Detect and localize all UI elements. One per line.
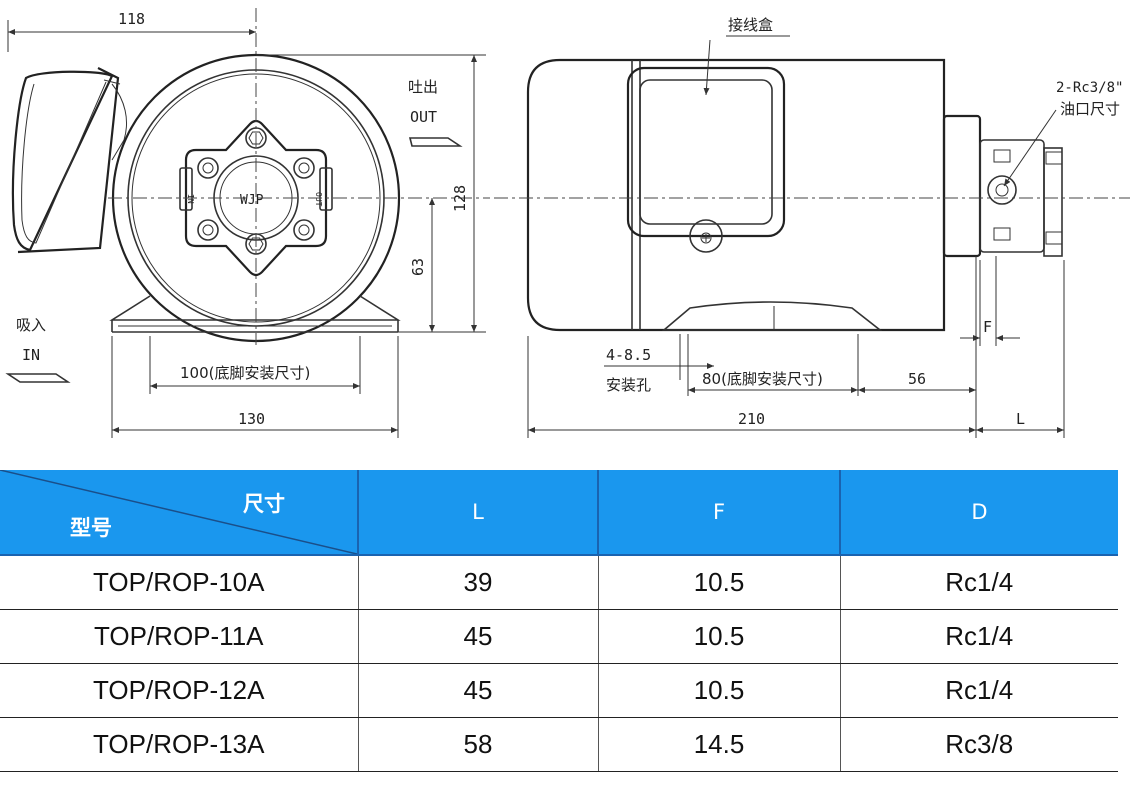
table-row: TOP/ROP-11A 45 10.5 Rc1/4 bbox=[0, 609, 1118, 664]
table-row: TOP/ROP-12A 45 10.5 Rc1/4 bbox=[0, 663, 1118, 718]
cell-model: TOP/ROP-12A bbox=[0, 663, 359, 718]
column-header-F: F bbox=[598, 470, 841, 556]
outlet-arrow-icon: 吐出 OUT bbox=[408, 78, 463, 147]
table-row: TOP/ROP-10A 39 10.5 Rc1/4 bbox=[0, 555, 1118, 610]
svg-text:安装孔: 安装孔 bbox=[606, 376, 651, 394]
svg-text:F: F bbox=[983, 318, 992, 336]
column-header-D: D bbox=[840, 470, 1118, 556]
pump-brand-label: WJP bbox=[240, 193, 264, 208]
port-size-label: 油口尺寸 bbox=[1060, 100, 1120, 118]
svg-text:56: 56 bbox=[908, 370, 926, 388]
svg-text:100(底脚安装尺寸): 100(底脚安装尺寸) bbox=[180, 364, 310, 382]
svg-text:接线盒: 接线盒 bbox=[728, 16, 773, 34]
svg-text:63: 63 bbox=[409, 258, 427, 276]
svg-text:4-8.5: 4-8.5 bbox=[606, 346, 651, 364]
dimension-80: 80(底脚安装尺寸) bbox=[687, 334, 859, 396]
pump-side-in-label: IN bbox=[186, 194, 195, 204]
cell-F: 10.5 bbox=[598, 663, 841, 718]
pump-side-out-label: OUT bbox=[314, 192, 323, 207]
svg-text:128: 128 bbox=[451, 185, 469, 212]
table-corner-size-label: 尺寸 bbox=[243, 492, 285, 516]
motor-base-foot bbox=[109, 295, 401, 333]
cell-F: 10.5 bbox=[598, 555, 841, 610]
cell-L: 39 bbox=[358, 555, 599, 610]
cell-D: Rc3/8 bbox=[840, 717, 1118, 772]
dimension-100: 100(底脚安装尺寸) bbox=[149, 336, 361, 394]
dimension-210: 210 bbox=[527, 256, 977, 438]
motor-side-body bbox=[526, 58, 946, 332]
cell-F: 14.5 bbox=[598, 717, 841, 772]
dimension-63: 63 bbox=[409, 198, 435, 332]
cell-D: Rc1/4 bbox=[840, 609, 1118, 664]
front-view: WJP IN OUT 118 128 63 吐出 OUT bbox=[5, 8, 490, 438]
svg-text:80(底脚安装尺寸): 80(底脚安装尺寸) bbox=[702, 370, 823, 388]
table-corner-model-label: 型号 bbox=[70, 516, 112, 540]
pump-dimension-drawing: WJP IN OUT 118 128 63 吐出 OUT bbox=[5, 8, 1130, 438]
svg-text:L: L bbox=[1016, 410, 1025, 428]
cell-L: 45 bbox=[358, 609, 599, 664]
cell-model: TOP/ROP-10A bbox=[0, 555, 359, 610]
svg-text:IN: IN bbox=[22, 346, 40, 364]
svg-text:118: 118 bbox=[118, 10, 145, 28]
motor-side-foot bbox=[661, 301, 883, 331]
pump-head-side: 2-Rc3/8" 油口尺寸 bbox=[942, 80, 1123, 258]
dimension-F: F bbox=[960, 256, 1020, 346]
inlet-arrow-icon: 吸入 IN bbox=[5, 316, 71, 383]
cell-model: TOP/ROP-13A bbox=[0, 717, 359, 772]
junction-box-side-icon bbox=[11, 67, 127, 254]
junction-box-icon: 接线盒 bbox=[626, 16, 790, 253]
svg-text:210: 210 bbox=[738, 410, 765, 428]
cell-model: TOP/ROP-11A bbox=[0, 609, 359, 664]
svg-text:OUT: OUT bbox=[410, 108, 437, 126]
dimension-118: 118 bbox=[7, 10, 256, 52]
spec-table: 尺寸 型号 L F D TOP/ROP-10A 39 10.5 Rc1/4 TO… bbox=[0, 470, 1118, 772]
side-view: 接线盒 2-Rc3/8" 油口尺寸 bbox=[494, 16, 1130, 438]
cell-F: 10.5 bbox=[598, 609, 841, 664]
dimension-128: 128 bbox=[256, 54, 486, 333]
svg-text:吸入: 吸入 bbox=[16, 316, 46, 334]
cell-D: Rc1/4 bbox=[840, 555, 1118, 610]
column-header-L: L bbox=[358, 470, 599, 556]
svg-text:130: 130 bbox=[238, 410, 265, 428]
table-header-row: 尺寸 型号 L F D bbox=[0, 470, 1118, 556]
dimension-130: 130 bbox=[111, 336, 399, 438]
dimension-L: L bbox=[976, 260, 1065, 438]
dimension-56: 56 bbox=[858, 370, 976, 393]
cell-L: 58 bbox=[358, 717, 599, 772]
cell-D: Rc1/4 bbox=[840, 663, 1118, 718]
cell-L: 45 bbox=[358, 663, 599, 718]
table-corner-cell: 尺寸 型号 bbox=[0, 470, 359, 556]
svg-text:吐出: 吐出 bbox=[408, 78, 438, 96]
table-row: TOP/ROP-13A 58 14.5 Rc3/8 bbox=[0, 717, 1118, 772]
dimension-mounting-hole: 4-8.5 安装孔 bbox=[604, 334, 714, 394]
port-spec-label: 2-Rc3/8" bbox=[1056, 80, 1123, 96]
